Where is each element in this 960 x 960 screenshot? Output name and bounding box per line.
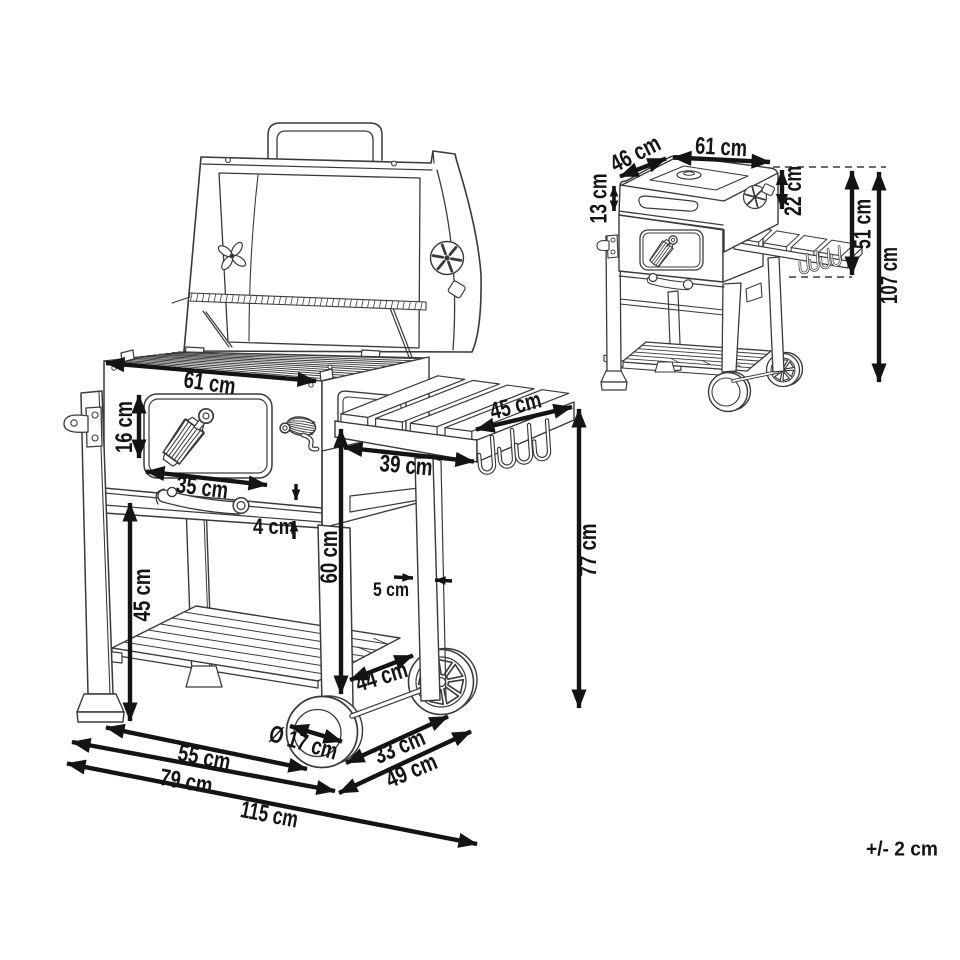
- svg-text:77 cm: 77 cm: [575, 524, 602, 577]
- svg-text:+/- 2 cm: +/- 2 cm: [866, 838, 938, 860]
- svg-text:16 cm: 16 cm: [111, 401, 138, 453]
- svg-text:4 cm: 4 cm: [253, 514, 295, 539]
- svg-text:45 cm: 45 cm: [129, 569, 156, 622]
- svg-text:51 cm: 51 cm: [849, 199, 876, 249]
- svg-text:35 cm: 35 cm: [175, 471, 230, 504]
- svg-text:61 cm: 61 cm: [694, 133, 747, 163]
- svg-text:107 cm: 107 cm: [876, 247, 903, 304]
- svg-text:60 cm: 60 cm: [316, 531, 343, 584]
- svg-text:5 cm: 5 cm: [373, 579, 409, 601]
- svg-text:13 cm: 13 cm: [585, 174, 612, 224]
- svg-text:22 cm: 22 cm: [780, 166, 807, 216]
- svg-text:39 cm: 39 cm: [379, 450, 434, 482]
